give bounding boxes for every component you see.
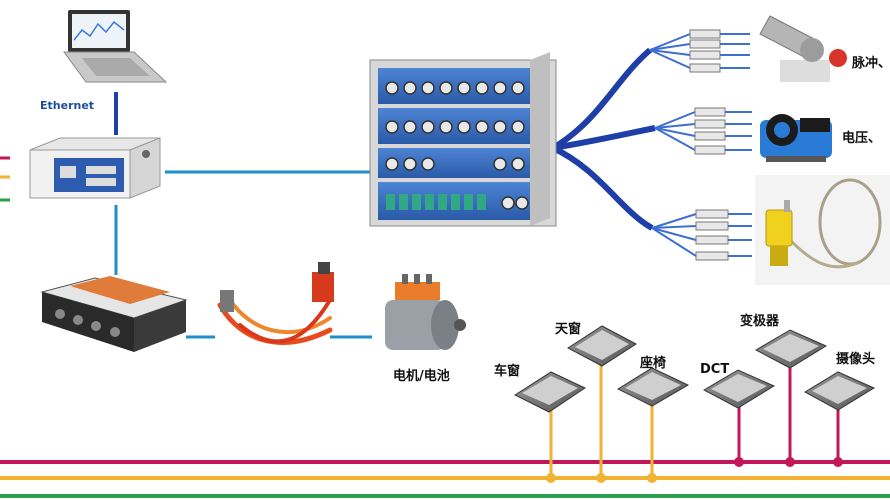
car-window-label: 车窗 <box>494 364 521 379</box>
pulse-sensor-icon <box>759 15 847 82</box>
ecu-icon-sunroof <box>567 325 637 367</box>
voltage-label: 电压、 <box>842 131 882 146</box>
ecu-icon-camera <box>803 371 876 411</box>
thermocouple-icon <box>755 175 890 285</box>
ecu-icon-car-window <box>513 371 587 413</box>
current-clamp-icon <box>760 114 832 162</box>
ethernet-label: Ethernet <box>40 99 95 112</box>
cable-bundle-icon <box>217 262 334 345</box>
dct-label: DCT <box>700 362 730 377</box>
motor-icon <box>385 274 466 350</box>
seat-label: 座椅 <box>640 356 667 371</box>
ecu-icon-seat <box>616 367 690 407</box>
ecu-icon-inverter <box>754 329 828 369</box>
ecu-drop-lines <box>546 362 843 483</box>
data-logger-icon <box>40 276 188 352</box>
module-stack-icon <box>369 52 557 227</box>
daq-controller-icon <box>29 137 161 199</box>
inverter-label: 变极器 <box>740 314 780 329</box>
sunroof-label: 天窗 <box>555 322 582 337</box>
camera-label: 摄像头 <box>836 352 876 367</box>
motor-battery-label: 电机/电池 <box>393 369 450 384</box>
laptop-icon <box>63 10 168 83</box>
ecu-icon-dct <box>702 369 776 409</box>
links <box>114 29 752 339</box>
pulse-label: 脉冲、 <box>852 56 890 71</box>
